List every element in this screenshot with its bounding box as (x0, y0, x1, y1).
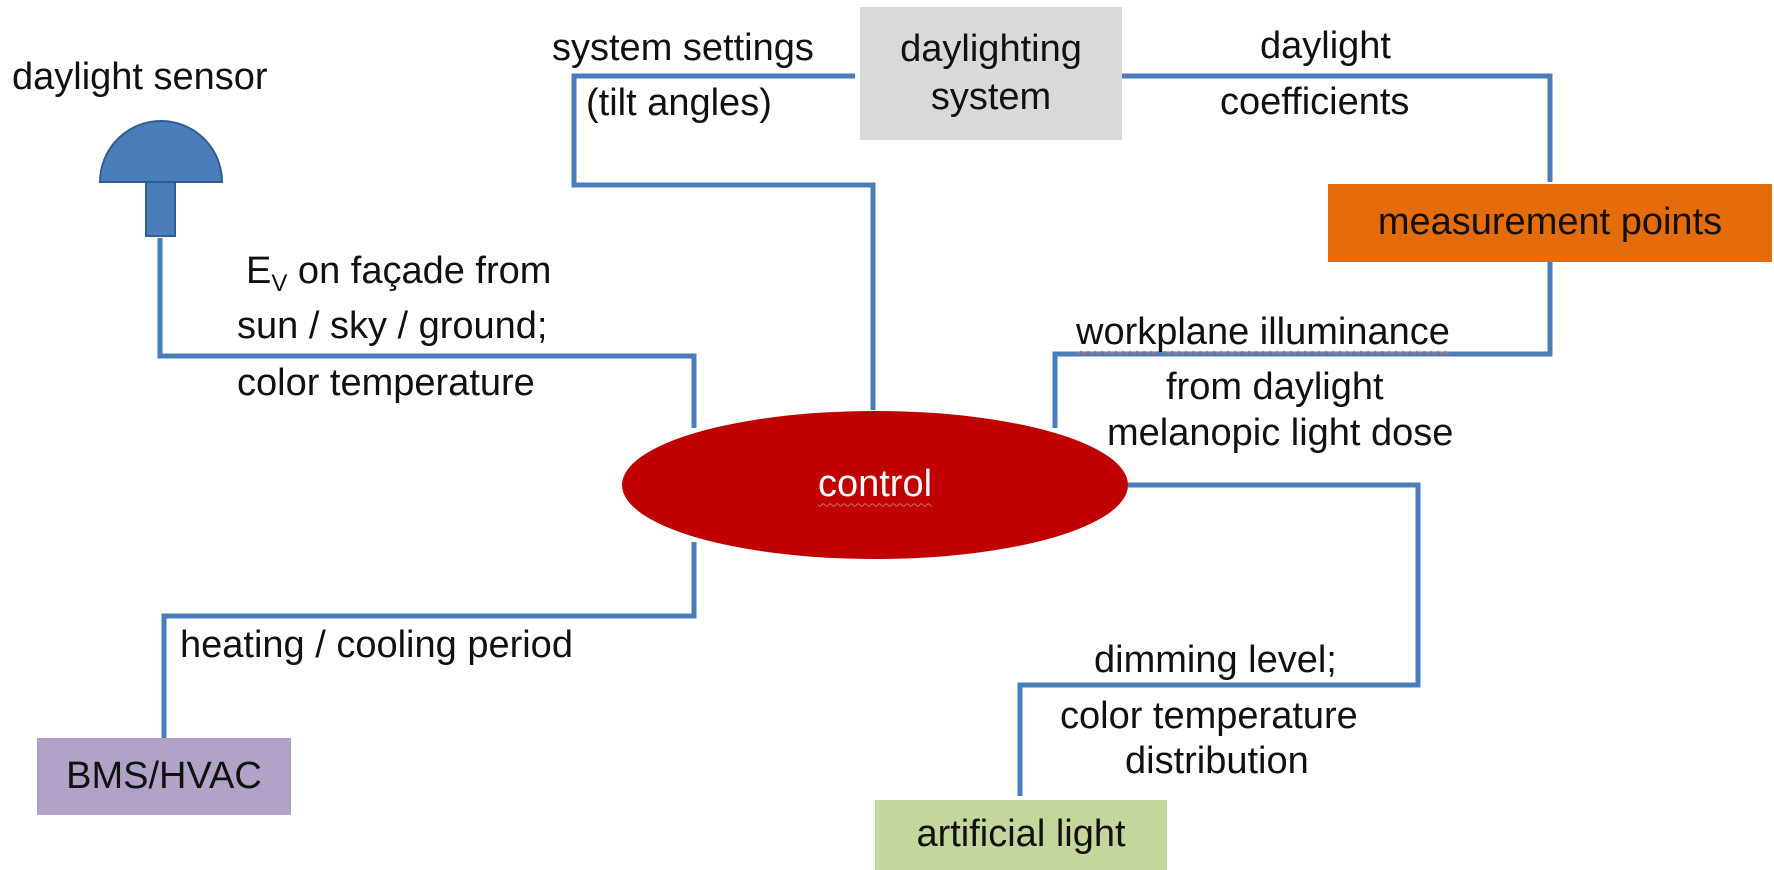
arrow-control-to-daylighting-system (571, 73, 876, 410)
color-temperature-dimming-label: color temperature (1060, 695, 1358, 737)
heating-cooling-label: heating / cooling period (180, 624, 573, 666)
measurement-points-label: measurement points (1377, 201, 1723, 244)
daylighting-system-line2: system (930, 75, 1052, 118)
melanopic-light-dose-label: melanopic light dose (1107, 412, 1454, 454)
ev-facade-label: EV on façade from (246, 252, 551, 296)
control-label: control (817, 463, 933, 506)
sun-sky-ground-label: sun / sky / ground; (237, 305, 548, 347)
daylighting-system-line1: daylighting (900, 28, 1082, 70)
tilt-angles-label: (tilt angles) (586, 82, 772, 124)
dimming-level-label: dimming level; (1094, 639, 1337, 681)
daylighting-system-box: daylighting system (860, 7, 1122, 140)
control-label-wrap: control (622, 455, 1128, 515)
ev-symbol: E (246, 250, 272, 292)
measurement-points-box: measurement points (1328, 184, 1772, 262)
artificial-light-label: artificial light (916, 813, 1126, 856)
arrow-bms-to-control (161, 541, 697, 738)
bms-hvac-box: BMS/HVAC (37, 738, 291, 815)
sensor-dome (98, 120, 224, 183)
arrow-measurement-points-to-control (1052, 262, 1553, 429)
ev-subscript: V (271, 270, 288, 297)
workplane-illuminance-label: workplane illuminance (1076, 313, 1450, 351)
distribution-label: distribution (1125, 740, 1309, 782)
workplane-illuminance-text: workplane illuminance (1076, 311, 1450, 353)
system-settings-label: system settings (552, 27, 814, 69)
ev-facade-text: on façade from (287, 250, 552, 292)
daylight-sensor-label: daylight sensor (12, 56, 268, 98)
from-daylight-label: from daylight (1166, 366, 1384, 408)
control-node (622, 411, 1128, 559)
sensor-stem (145, 181, 176, 237)
bms-hvac-label: BMS/HVAC (66, 754, 262, 797)
arrow-sensor-to-control (157, 238, 697, 429)
daylight-label: daylight (1260, 25, 1391, 67)
arrow-control-to-artificial-light (1017, 482, 1421, 797)
daylight-sensor-icon (98, 120, 224, 237)
coefficients-label: coefficients (1220, 81, 1410, 123)
color-temperature-label: color temperature (237, 362, 535, 404)
artificial-light-box: artificial light (875, 800, 1167, 870)
arrow-daylighting-system-to-measurement-points (1122, 73, 1553, 183)
